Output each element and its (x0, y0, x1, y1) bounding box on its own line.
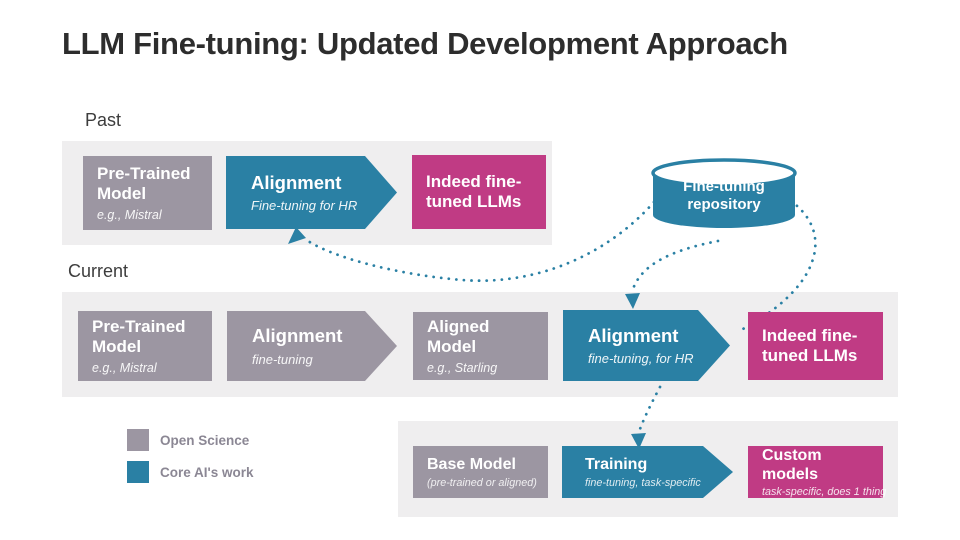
current-aligned-model-box: Aligned Model e.g., Starling (413, 312, 548, 380)
current-alignment-open-title: Alignment (252, 325, 343, 347)
repository-label: Fine-tuning repository (683, 178, 765, 213)
legend-item-open-science: Open Science (127, 429, 249, 451)
past-pretrained-model-title: Pre-Trained Model (97, 163, 191, 203)
open-science-swatch (127, 429, 149, 451)
current-pretrained-model-box: Pre-Trained Model e.g., Mistral (78, 311, 212, 381)
current-alignment-hr-title: Alignment (588, 324, 679, 346)
past-output-box: Indeed fine-tuned LLMs (412, 155, 546, 229)
current-output-title: Indeed fine-tuned LLMs (762, 325, 858, 365)
page-title: LLM Fine-tuning: Updated Development App… (62, 26, 788, 61)
current-aligned-model-subtitle: e.g., Starling (427, 361, 498, 376)
base-model-box: Base Model (pre-trained or aligned) (413, 446, 548, 498)
past-alignment-arrow: Alignment Fine-tuning for HR (226, 156, 397, 229)
current-alignment-open-subtitle: fine-tuning (252, 351, 313, 367)
legend-item-core-ai: Core AI's work (127, 461, 254, 483)
current-section-label: Current (68, 261, 129, 281)
current-output-box: Indeed fine-tuned LLMs (748, 312, 883, 380)
current-pretrained-model-title: Pre-Trained Model (92, 316, 186, 356)
connector-repo-to-current-alignment (631, 239, 720, 291)
past-alignment-title: Alignment (251, 171, 342, 193)
past-output-title: Indeed fine-tuned LLMs (426, 171, 522, 211)
open-science-label: Open Science (160, 432, 250, 448)
training-arrow: Training fine-tuning, task-specific (562, 446, 733, 498)
core-ai-label: Core AI's work (160, 464, 254, 480)
base-model-title: Base Model (427, 456, 516, 474)
past-pretrained-model-box: Pre-Trained Model e.g., Mistral (83, 156, 212, 230)
training-title: Training (585, 456, 648, 474)
current-aligned-model-title: Aligned Model (427, 316, 490, 356)
repository-label-wrap: Fine-tuning repository (651, 178, 797, 214)
current-alignment-hr-arrow: Alignment fine-tuning, for HR (563, 310, 730, 381)
past-alignment-subtitle: Fine-tuning for HR (251, 198, 358, 214)
custom-models-title: Custom models (762, 446, 822, 483)
past-section-label: Past (85, 110, 122, 130)
custom-models-box: Custom models task-specific, does 1 thin… (748, 446, 887, 499)
training-subtitle: fine-tuning, task-specific (585, 476, 701, 489)
core-ai-swatch (127, 461, 149, 483)
past-pretrained-model-subtitle: e.g., Mistral (97, 208, 162, 223)
current-alignment-hr-subtitle: fine-tuning, for HR (588, 351, 694, 367)
base-model-subtitle: (pre-trained or aligned) (427, 476, 537, 489)
current-pretrained-model-subtitle: e.g., Mistral (92, 361, 157, 376)
custom-models-subtitle: task-specific, does 1 thing (762, 486, 887, 499)
current-alignment-open-arrow: Alignment fine-tuning (227, 311, 397, 381)
